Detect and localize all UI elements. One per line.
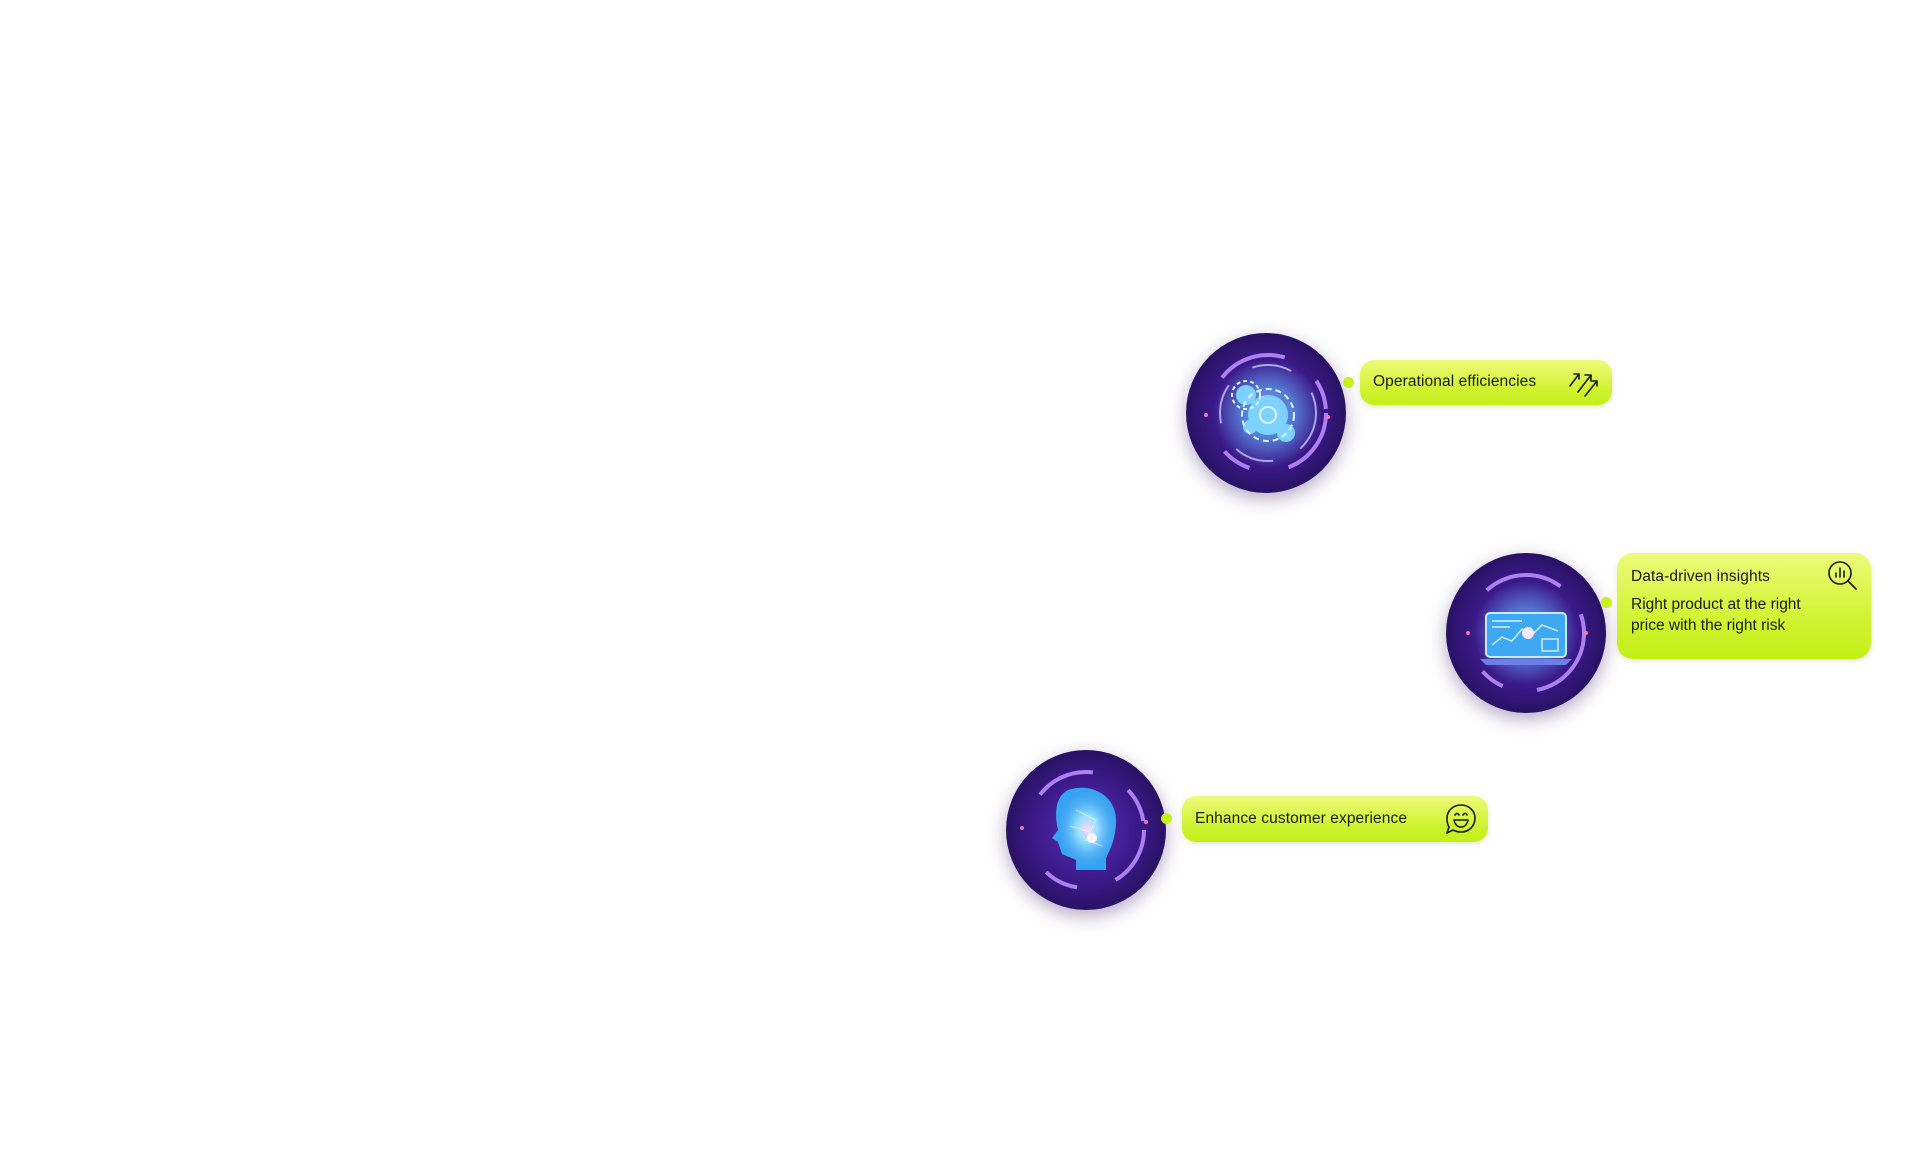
gears-orb-icon (1186, 333, 1346, 493)
growth-arrows-icon (1567, 366, 1601, 400)
feature-label: Operational efficiencies (1373, 373, 1537, 390)
analytics-magnifier-icon (1826, 559, 1860, 593)
connector-dot (1343, 377, 1354, 388)
feature-pill: Operational efficiencies (1360, 360, 1612, 405)
feature-label: Data-driven insights (1631, 568, 1770, 585)
smile-chat-icon (1444, 802, 1478, 836)
feature-description: Right product at the right price with th… (1631, 596, 1801, 634)
connector-dot (1601, 597, 1612, 608)
feature-pill: Enhance customer experience (1182, 796, 1488, 842)
feature-label: Enhance customer experience (1195, 810, 1408, 827)
ai-head-orb-icon (1006, 750, 1166, 910)
dashboard-screen-orb-icon (1446, 553, 1606, 713)
feature-pill: Data-driven insights Right product at th… (1617, 553, 1871, 659)
connector-dot (1161, 813, 1172, 824)
